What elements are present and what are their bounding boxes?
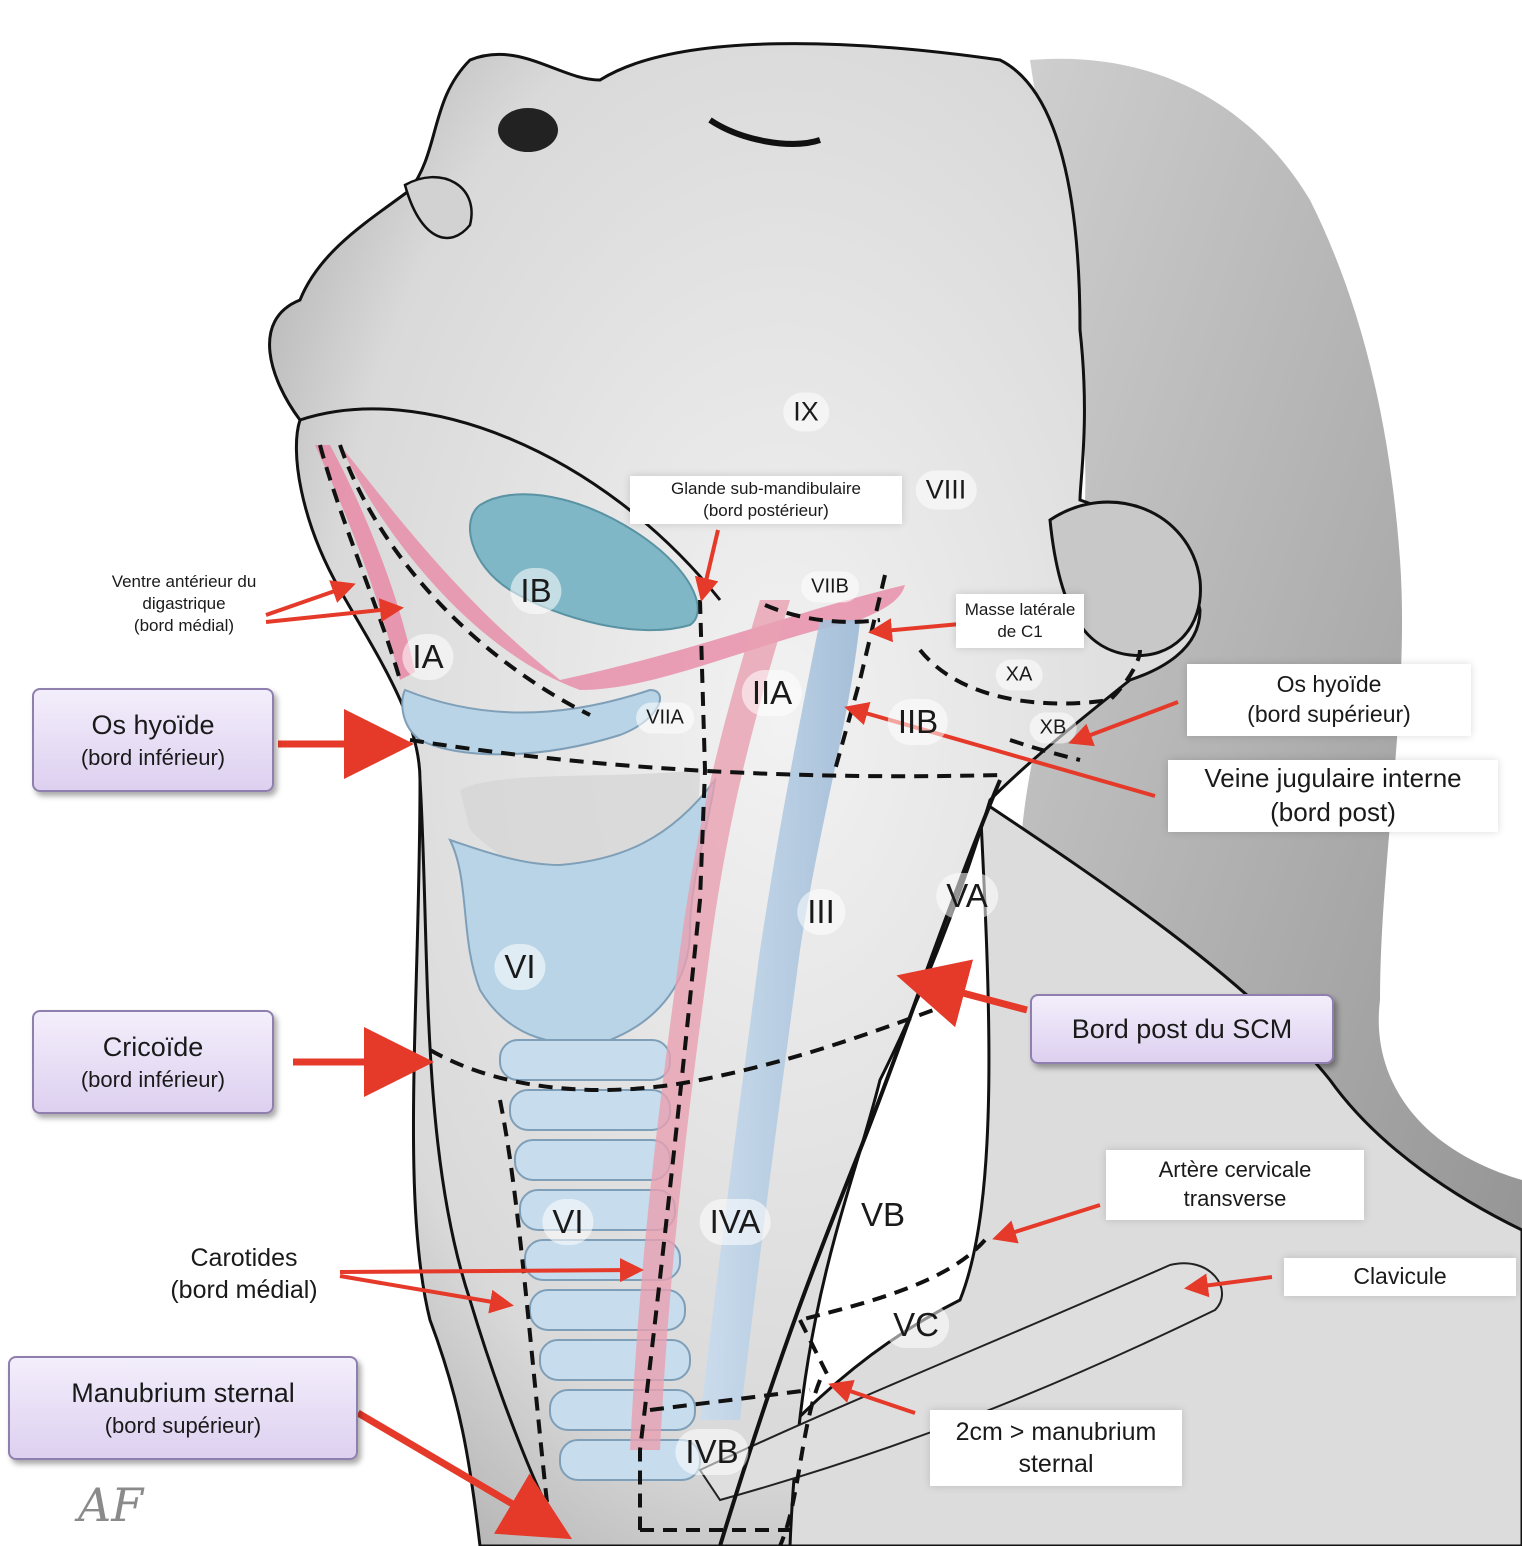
carotid-artery — [630, 600, 790, 1450]
label-carotides: Carotides(bord médial) — [170, 1243, 318, 1305]
level-VI-lower: VI — [542, 1199, 594, 1245]
level-IA: IA — [402, 634, 454, 680]
label-glande-sub-mandibulaire: Glande sub-mandibulaire(bord postérieur) — [630, 476, 902, 524]
level-VB: VB — [850, 1192, 916, 1238]
nostril-shape — [498, 108, 558, 152]
level-IB: IB — [510, 568, 562, 614]
level-IX: IX — [783, 392, 829, 432]
box-manubrium-sternal: Manubrium sternal(bord supérieur) — [8, 1356, 358, 1460]
box-cricoide-inferieur: Cricoïde(bord inférieur) — [32, 1010, 274, 1114]
artist-signature: AF — [78, 1478, 144, 1532]
level-VA: VA — [936, 873, 998, 919]
lips-shape — [403, 175, 473, 240]
level-IVA: IVA — [699, 1199, 771, 1245]
level-IIB: IIB — [887, 699, 949, 745]
level-VC: VC — [883, 1302, 949, 1348]
level-boundaries — [318, 444, 1142, 1546]
box-bord-post-scm: Bord post du SCM — [1030, 994, 1334, 1064]
level-IIA: IIA — [741, 670, 803, 716]
label-clavicule: Clavicule — [1284, 1258, 1516, 1296]
label-veine-jugulaire-interne: Veine jugulaire interne(bord post) — [1168, 760, 1498, 832]
level-XB: XB — [1029, 712, 1077, 744]
label-os-hyoide-superieur: Os hyoïde(bord supérieur) — [1187, 664, 1471, 736]
box-os-hyoide-inferieur: Os hyoïde(bord inférieur) — [32, 688, 274, 792]
level-IVB: IVB — [675, 1429, 749, 1475]
level-XA: XA — [995, 659, 1043, 691]
level-VIII: VIII — [915, 470, 977, 510]
level-VIIB: VIIB — [801, 571, 859, 603]
jaw-line — [299, 407, 722, 601]
level-VI-upper: VI — [494, 944, 546, 990]
neck-contour-line — [418, 779, 562, 1531]
level-III: III — [797, 889, 845, 935]
level-VIIA: VIIA — [636, 702, 694, 734]
eye-lashes — [708, 117, 821, 147]
